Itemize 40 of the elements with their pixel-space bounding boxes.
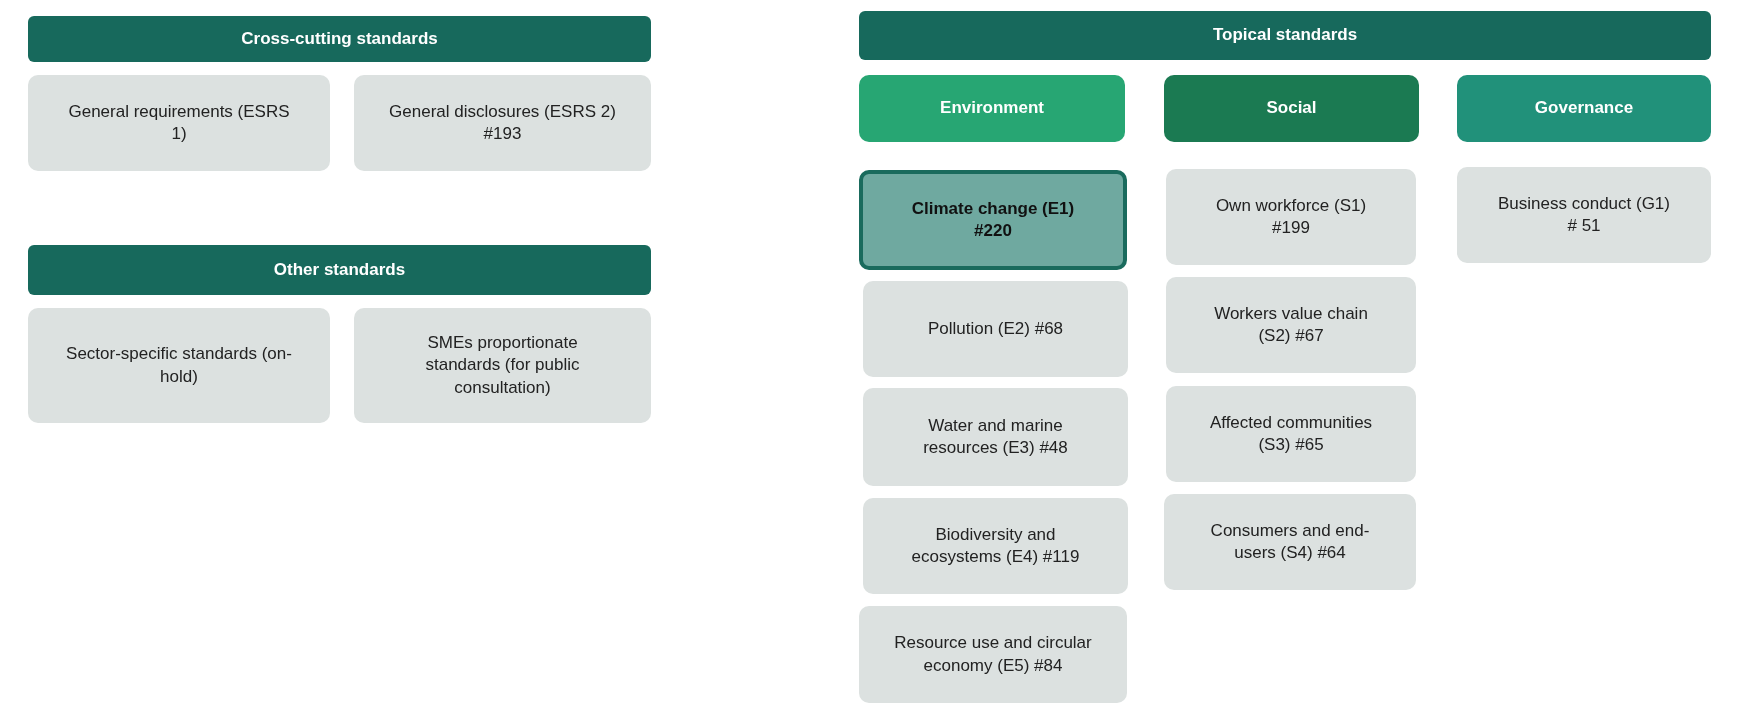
standard-card bbox=[1164, 494, 1416, 590]
category-bar bbox=[859, 75, 1125, 142]
card-text: Climate change (E1) #220 bbox=[910, 197, 1076, 242]
card-text: General requirements (ESRS 1) bbox=[67, 100, 291, 145]
header-bar bbox=[28, 245, 651, 295]
standard-card bbox=[1457, 167, 1711, 263]
standard-card bbox=[28, 308, 330, 423]
card-text: Own workforce (S1) #199 bbox=[1214, 194, 1368, 239]
header-text: Cross-cutting standards bbox=[241, 27, 438, 50]
standard-card bbox=[863, 281, 1128, 377]
category-bar bbox=[1457, 75, 1711, 142]
standard-card bbox=[1166, 169, 1416, 265]
category-text: Environment bbox=[940, 97, 1044, 120]
card-text: General disclosures (ESRS 2) #193 bbox=[388, 100, 617, 145]
header-text: Topical standards bbox=[1212, 24, 1358, 47]
header-text: Other standards bbox=[273, 258, 406, 281]
standard-card bbox=[354, 75, 651, 171]
header-bar bbox=[859, 11, 1711, 60]
card-text: Water and marine resources (E3) #48 bbox=[922, 414, 1069, 459]
card-text: Pollution (E2) #68 bbox=[927, 317, 1064, 340]
card-text: SMEs proportionate standards (for public consultation) bbox=[424, 332, 581, 399]
category-text: Governance bbox=[1534, 97, 1634, 120]
card-text: Affected communities (S3) #65 bbox=[1208, 411, 1374, 456]
standard-card bbox=[863, 498, 1128, 594]
card-text: Sector-specific standards (on-hold) bbox=[65, 343, 293, 388]
card-text: Business conduct (G1) # 51 bbox=[1497, 192, 1671, 237]
standard-card bbox=[859, 606, 1127, 703]
standard-card bbox=[1166, 277, 1416, 373]
category-text: Social bbox=[1266, 97, 1317, 120]
card-text: Biodiversity and ecosystems (E4) #119 bbox=[910, 523, 1081, 568]
standard-card bbox=[1166, 386, 1416, 482]
card-text: Consumers and end-users (S4) #64 bbox=[1209, 519, 1371, 564]
header-bar bbox=[28, 16, 651, 62]
highlighted-card bbox=[859, 170, 1127, 270]
standard-card bbox=[354, 308, 651, 423]
standard-card bbox=[863, 388, 1128, 486]
card-text: Workers value chain (S2) #67 bbox=[1213, 302, 1369, 347]
category-bar bbox=[1164, 75, 1419, 142]
card-text: Resource use and circular economy (E5) #84 bbox=[893, 632, 1093, 677]
standard-card bbox=[28, 75, 330, 171]
